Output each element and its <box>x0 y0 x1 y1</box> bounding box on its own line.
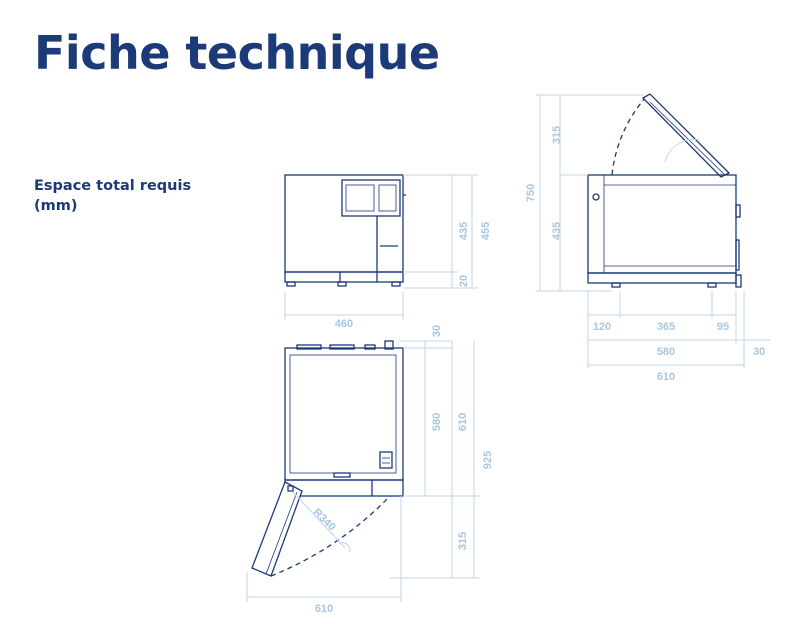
top-total-width-label: 610 <box>315 603 333 615</box>
rear-clearance-label: 120 <box>593 321 611 333</box>
front-width-label: 460 <box>335 318 353 330</box>
top-display <box>379 451 393 469</box>
front-feet-height-label: 20 <box>458 275 470 287</box>
top-total-depth-label: 925 <box>482 451 494 469</box>
side-total-height-label: 750 <box>525 184 537 202</box>
lid-swing-path <box>611 96 647 176</box>
front-total-height-label: 455 <box>480 222 492 240</box>
top-connector <box>384 340 394 350</box>
side-total-depth-label: 610 <box>657 371 675 383</box>
side-body-height-label: 435 <box>551 222 563 240</box>
front-foot <box>337 281 347 287</box>
open-door <box>251 481 303 577</box>
side-knob <box>592 193 600 201</box>
door-radius-label: R340 <box>311 506 338 533</box>
front-view: 460 435 455 20 <box>284 174 492 330</box>
top-body <box>284 347 404 481</box>
side-base <box>587 272 737 284</box>
side-foot <box>707 282 717 288</box>
front-body <box>284 174 404 273</box>
front-foot <box>286 281 296 287</box>
door-swing-label: 315 <box>457 532 469 550</box>
front-overhang-label: 95 <box>717 321 729 333</box>
lid-height-label: 315 <box>551 126 563 144</box>
door-swing-path <box>270 495 391 577</box>
page-title: Fiche technique <box>34 26 440 80</box>
front-body-height-label: 435 <box>458 222 470 240</box>
top-body-depth-label: 580 <box>431 413 443 431</box>
top-front-panel <box>284 479 404 497</box>
front-base <box>284 271 404 283</box>
side-foot <box>611 282 621 288</box>
side-view: 315 435 750 120 365 95 580 30 610 <box>525 93 770 383</box>
space-required-label: Espace total requis (mm) <box>34 178 192 214</box>
front-foot <box>391 281 401 287</box>
side-depth-label: 580 <box>657 346 675 358</box>
open-lid <box>641 93 731 178</box>
top-view: 30 580 610 315 925 R340 610 <box>246 325 494 615</box>
rear-gap-label: 30 <box>431 325 443 337</box>
feet-span-label: 365 <box>657 321 675 333</box>
front-control-panel <box>341 179 401 217</box>
side-body <box>587 174 737 274</box>
front-gap-label: 30 <box>753 346 765 358</box>
top-depth-total-label: 610 <box>457 413 469 431</box>
